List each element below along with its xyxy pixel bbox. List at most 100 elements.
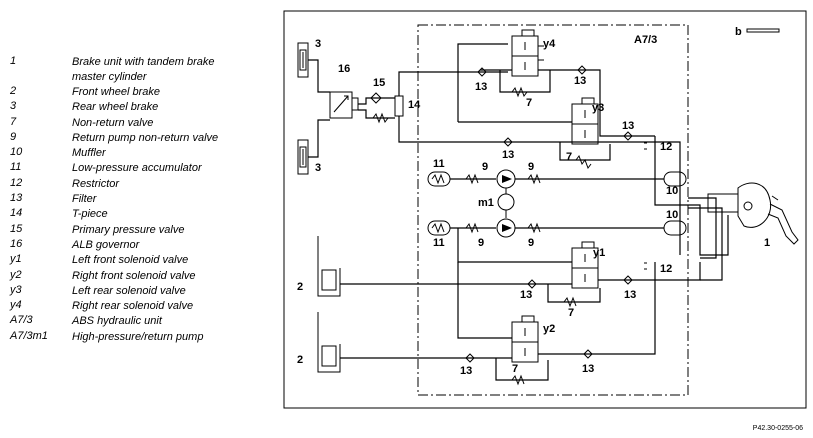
legend-item-number: y2 [10,268,22,281]
low-pressure-accumulator [427,220,451,236]
legend-item-number: 13 [10,192,23,205]
legend-item-description: Brake unit with tandem brake master cyli… [72,56,215,83]
callout-13-f: 13 [624,289,636,301]
legend-item-description: Filter [72,193,97,206]
rear-wheel-brake-bottom [297,139,309,175]
label-y2: y2 [543,323,555,335]
callout-7-a: 7 [526,97,532,109]
legend-item-description: Restrictor [72,177,120,190]
legend-item-description: Left front solenoid valve [72,254,189,267]
callout-2-lower: 2 [297,354,303,366]
legend-item-description: Front wheel brake [72,86,161,98]
callout-12-a: 12 [660,141,672,153]
legend-item-number: 3 [10,100,17,113]
front-wheel-brake-lower [317,312,341,373]
legend-item-description: ABS hydraulic unit [72,315,162,328]
callout-16: 16 [338,63,350,75]
legend-item-description: ALB governor [72,238,140,251]
legend-item-description: Left rear solenoid valve [72,284,186,297]
callout-10-a: 10 [666,185,678,197]
figure-code: P42.30-0255-06 [752,425,803,432]
callout-9-c: 9 [478,237,484,249]
primary-pressure-valve [370,92,389,124]
non-return-valve [575,154,592,170]
legend-item-description: Rear wheel brake [72,101,159,114]
callout-14: 14 [408,99,421,111]
solenoid-valve-y2 [511,315,539,363]
muffler [663,171,687,187]
callout-9-b: 9 [528,161,534,173]
legend-item-number: 12 [10,176,23,189]
legend-item-number: y1 [10,253,22,266]
callout-13-c: 13 [502,149,514,161]
callout-7-d: 7 [512,363,518,375]
filter-13 [583,349,593,359]
callout-13-e: 13 [520,289,532,301]
label-y1: y1 [593,247,605,259]
legend-item-number: 1 [10,55,17,67]
filter-13 [623,275,633,285]
filter-13 [465,353,475,363]
label-y4: y4 [543,38,556,50]
callout-10-b: 10 [666,209,678,221]
diagram-frame [283,10,807,409]
legend-item-number: 11 [10,161,22,174]
legend-item-description: Right front solenoid valve [72,269,196,282]
legend-item-number: 9 [10,130,17,143]
callout-11-b: 11 [433,237,445,249]
solenoid-valve-y4 [511,29,544,77]
legend-item-number: 16 [10,237,23,250]
legend-item-number: 7 [10,115,17,128]
legend-item-number: A7/3m1 [10,329,48,342]
callout-2-upper: 2 [297,281,303,293]
callout-13-d: 13 [622,120,634,132]
return-pump-non-return-valve [465,173,479,185]
callout-7-c: 7 [568,307,574,319]
non-return-valve [511,86,528,98]
legend-item-description: Muffler [72,147,106,160]
legend-item-number: 2 [10,85,17,97]
solenoid-valve-y1 [571,241,599,289]
filter-13 [503,137,513,147]
legend-item-description: High-pressure/return pump [72,330,204,343]
callout-1: 1 [764,237,770,249]
abs-unit-label: A7/3 [634,34,657,46]
abs-unit-boundary [417,24,689,396]
front-wheel-brake-upper [317,236,341,297]
legend-item-description: T-piece [72,208,108,221]
low-pressure-accumulator [427,171,451,187]
return-pump-non-return-valve [527,222,541,234]
non-return-valve [563,296,577,308]
callout-7-b: 7 [566,151,572,163]
legend-item-description: Right rear solenoid valve [72,300,194,313]
legend-item-number: 10 [10,146,23,159]
legend-item-number: 14 [10,207,23,220]
filter-13 [477,67,487,77]
return-pump-non-return-valve [527,173,541,185]
return-pump-non-return-valve [465,222,479,234]
solenoid-valve-y3 [571,97,599,145]
legend-item-description: Return pump non-return valve [72,131,219,144]
callout-13-a: 13 [475,81,487,93]
pump-motor [497,193,515,211]
filter-13 [527,279,537,289]
callout-15: 15 [373,77,385,89]
t-piece [394,95,404,117]
alb-governor [329,91,359,119]
callout-3-top: 3 [315,38,321,50]
line-b-label: b [735,26,742,38]
rear-wheel-brake-top [297,42,309,78]
callout-13-h: 13 [582,363,594,375]
brake-unit-master-cylinder [707,182,799,245]
callout-13-g: 13 [460,365,472,377]
callout-13-b: 13 [574,75,586,87]
legend-item-description: Non-return valve [72,116,154,129]
callout-12-b: 12 [660,263,672,275]
legend-item-description: Low-pressure accumulator [72,162,202,175]
muffler [663,220,687,236]
legend-item-description: Primary pressure valve [72,223,185,236]
non-return-valve [511,374,525,386]
callout-9-d: 9 [528,237,534,249]
label-y3: y3 [592,102,604,114]
